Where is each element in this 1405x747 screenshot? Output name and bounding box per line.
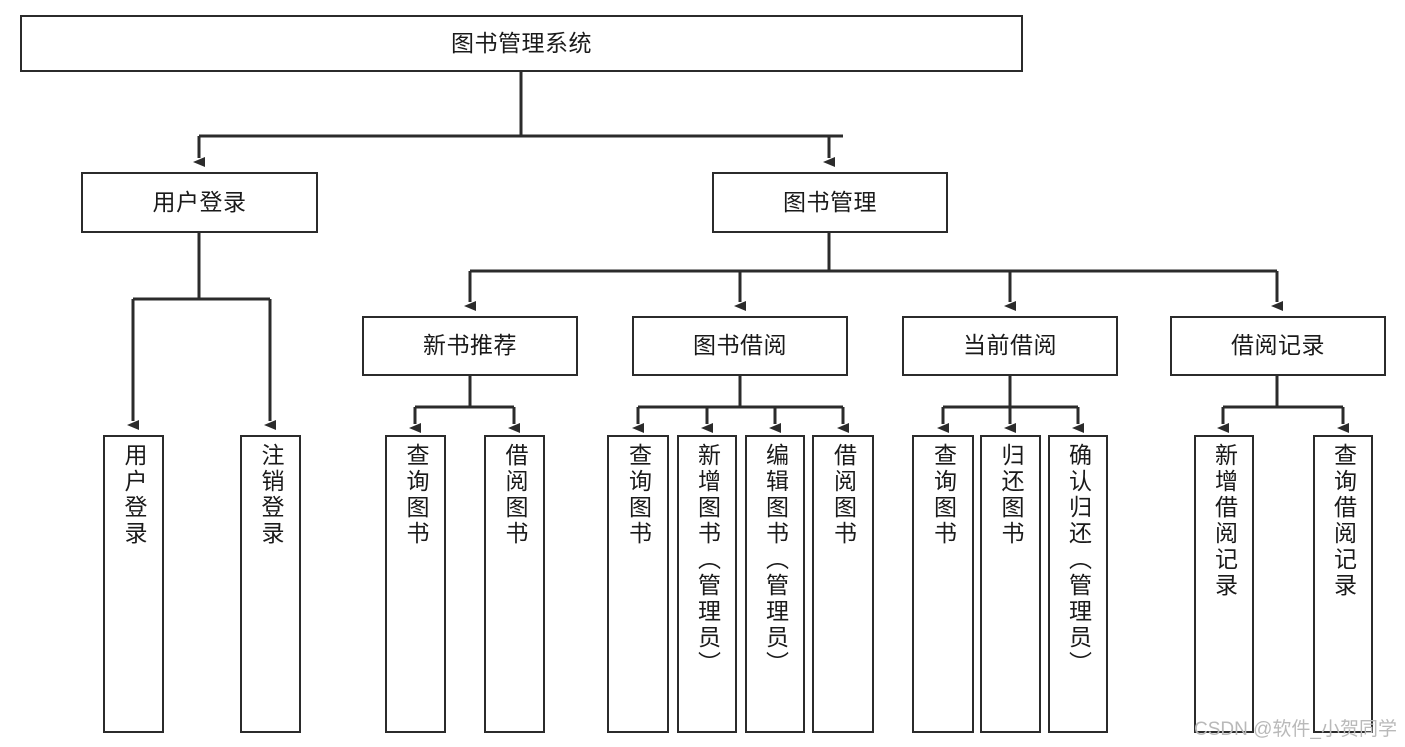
node-leaf-query-book-2-label: 查询图书 (625, 443, 652, 547)
node-leaf-query-borrow-record[interactable]: 查询借阅记录 (1313, 435, 1373, 733)
node-new-book-recommend[interactable]: 新书推荐 (362, 316, 578, 376)
node-borrow-record[interactable]: 借阅记录 (1170, 316, 1386, 376)
node-root[interactable]: 图书管理系统 (20, 15, 1023, 72)
node-book-borrow[interactable]: 图书借阅 (632, 316, 848, 376)
node-leaf-confirm-return-admin[interactable]: 确认归还（管理员） (1048, 435, 1108, 733)
node-leaf-add-book-admin-label: 新增图书（管理员） (694, 443, 721, 677)
node-new-book-recommend-label: 新书推荐 (423, 332, 517, 359)
node-leaf-edit-book-admin[interactable]: 编辑图书（管理员） (745, 435, 805, 733)
node-root-label: 图书管理系统 (451, 29, 592, 56)
node-leaf-edit-book-admin-label: 编辑图书（管理员） (762, 443, 789, 677)
watermark-text: CSDN @软件_小贺同学 (1194, 719, 1397, 740)
node-leaf-user-login-label: 用户登录 (121, 443, 147, 547)
node-leaf-confirm-return-admin-label: 确认归还（管理员） (1065, 443, 1092, 677)
node-leaf-borrow-book-2-label: 借阅图书 (830, 443, 857, 547)
node-leaf-add-borrow-record[interactable]: 新增借阅记录 (1194, 435, 1254, 733)
node-borrow-record-label: 借阅记录 (1231, 332, 1325, 359)
node-current-borrow[interactable]: 当前借阅 (902, 316, 1118, 376)
node-leaf-borrow-book-1[interactable]: 借阅图书 (484, 435, 545, 733)
node-leaf-query-borrow-record-label: 查询借阅记录 (1330, 443, 1357, 599)
node-leaf-borrow-book-1-label: 借阅图书 (502, 443, 528, 547)
node-leaf-user-login[interactable]: 用户登录 (103, 435, 164, 733)
node-leaf-return-book[interactable]: 归还图书 (980, 435, 1041, 733)
node-leaf-logout-login[interactable]: 注销登录 (240, 435, 301, 733)
node-leaf-query-book-3-label: 查询图书 (930, 443, 957, 547)
node-book-management-label: 图书管理 (783, 188, 877, 215)
node-book-borrow-label: 图书借阅 (693, 332, 787, 359)
node-book-management[interactable]: 图书管理 (712, 172, 948, 233)
node-user-login[interactable]: 用户登录 (81, 172, 318, 233)
node-leaf-query-book-1[interactable]: 查询图书 (385, 435, 446, 733)
node-leaf-query-book-1-label: 查询图书 (403, 443, 429, 547)
node-leaf-add-book-admin[interactable]: 新增图书（管理员） (677, 435, 737, 733)
node-user-login-label: 用户登录 (152, 188, 247, 215)
node-leaf-borrow-book-2[interactable]: 借阅图书 (812, 435, 874, 733)
node-leaf-query-book-2[interactable]: 查询图书 (607, 435, 669, 733)
node-current-borrow-label: 当前借阅 (963, 332, 1057, 359)
node-leaf-add-borrow-record-label: 新增借阅记录 (1211, 443, 1238, 599)
node-leaf-query-book-3[interactable]: 查询图书 (912, 435, 974, 733)
node-leaf-logout-login-label: 注销登录 (258, 443, 284, 547)
node-leaf-return-book-label: 归还图书 (998, 443, 1024, 547)
